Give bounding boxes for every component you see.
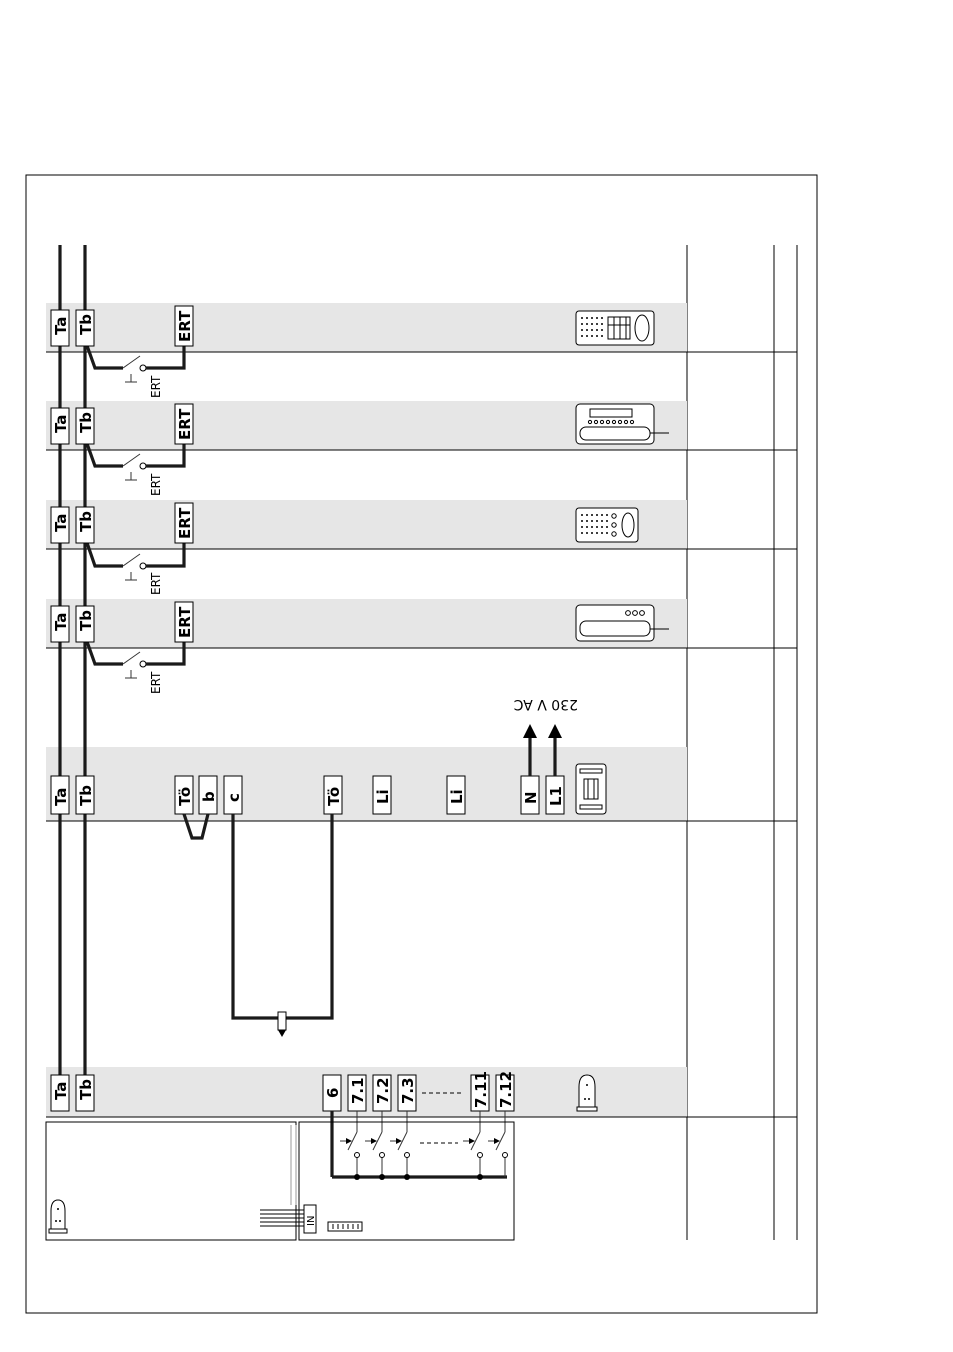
door-station-icon <box>48 1199 68 1234</box>
voltage-label: 230 V AC <box>513 696 578 712</box>
ert-wiring-1 <box>83 339 186 383</box>
terminal-7-12: 7.12 <box>497 1071 515 1108</box>
indoor-station-3-terminals: Ta Tb ERT <box>50 502 194 544</box>
door-opener-icon <box>277 1011 287 1037</box>
terminal-ta: Ta <box>52 514 70 532</box>
terminal-7-1: 7.1 <box>349 1077 367 1104</box>
power-supply-terminals: Ta Tb Tö b c Tö Li Li N L1 <box>50 775 565 815</box>
door-controller-terminals: Ta Tb 6 7.1 7.2 7.3 7.11 7.12 <box>50 1071 515 1112</box>
terminal-ta: Ta <box>52 1082 70 1100</box>
terminal-ert: ERT <box>176 606 194 638</box>
terminal-tb: Tb <box>77 785 95 806</box>
terminal-li-2: Li <box>448 789 466 804</box>
outer-frame <box>25 174 818 1314</box>
indoor-station-4-terminals: Ta Tb ERT <box>50 601 194 643</box>
ert-wiring-3 <box>83 536 186 581</box>
terminal-6: 6 <box>324 1088 342 1098</box>
to-b-bridge <box>182 813 210 840</box>
terminal-tb: Tb <box>77 511 95 532</box>
door-opener-loop <box>231 814 334 1020</box>
door-station-icon <box>576 1074 598 1112</box>
terminal-ert: ERT <box>176 408 194 440</box>
door-panel: IN <box>45 1121 515 1241</box>
terminal-ta: Ta <box>52 317 70 335</box>
terminal-tb: Tb <box>77 314 95 335</box>
ert-wiring-2 <box>83 437 186 481</box>
connector-label: IN <box>306 1216 317 1226</box>
ert-wiring-4 <box>83 635 186 679</box>
indoor-station-1-terminals: Ta Tb ERT <box>50 305 194 347</box>
terminal-to-1: Tö <box>176 787 194 806</box>
mains-wiring <box>523 724 562 776</box>
terminal-ta: Ta <box>52 415 70 433</box>
terminal-l1: L1 <box>547 786 565 806</box>
keypad-handsfree-icon <box>575 310 655 346</box>
terminal-tb: Tb <box>77 1079 95 1100</box>
indoor-station-2-terminals: Ta Tb ERT <box>50 403 194 445</box>
push-button-wiring <box>330 1111 508 1180</box>
display-handset-icon <box>575 403 669 445</box>
ert-switch-label-2: ERT <box>149 473 163 496</box>
power-supply-icon <box>575 763 607 815</box>
terminal-ta: Ta <box>52 613 70 631</box>
terminal-to-2: Tö <box>325 787 343 806</box>
terminal-ta: Ta <box>52 788 70 806</box>
terminal-tb: Tb <box>77 412 95 433</box>
keypad-compact-icon <box>575 507 639 543</box>
terminal-li-1: Li <box>374 789 392 804</box>
terminal-7-2: 7.2 <box>374 1077 392 1104</box>
ert-switch-label-4: ERT <box>149 671 163 694</box>
terminal-7-3: 7.3 <box>399 1077 417 1104</box>
terminal-ert: ERT <box>176 310 194 342</box>
basic-handset-icon <box>575 604 669 642</box>
terminal-ert: ERT <box>176 507 194 539</box>
ert-switch-label-1: ERT <box>149 375 163 398</box>
terminal-tb: Tb <box>77 610 95 631</box>
terminal-n: N <box>522 791 540 804</box>
ert-switch-label-3: ERT <box>149 572 163 595</box>
terminal-c: c <box>225 793 243 802</box>
terminal-b: b <box>200 791 218 802</box>
terminal-7-11: 7.11 <box>472 1071 490 1108</box>
